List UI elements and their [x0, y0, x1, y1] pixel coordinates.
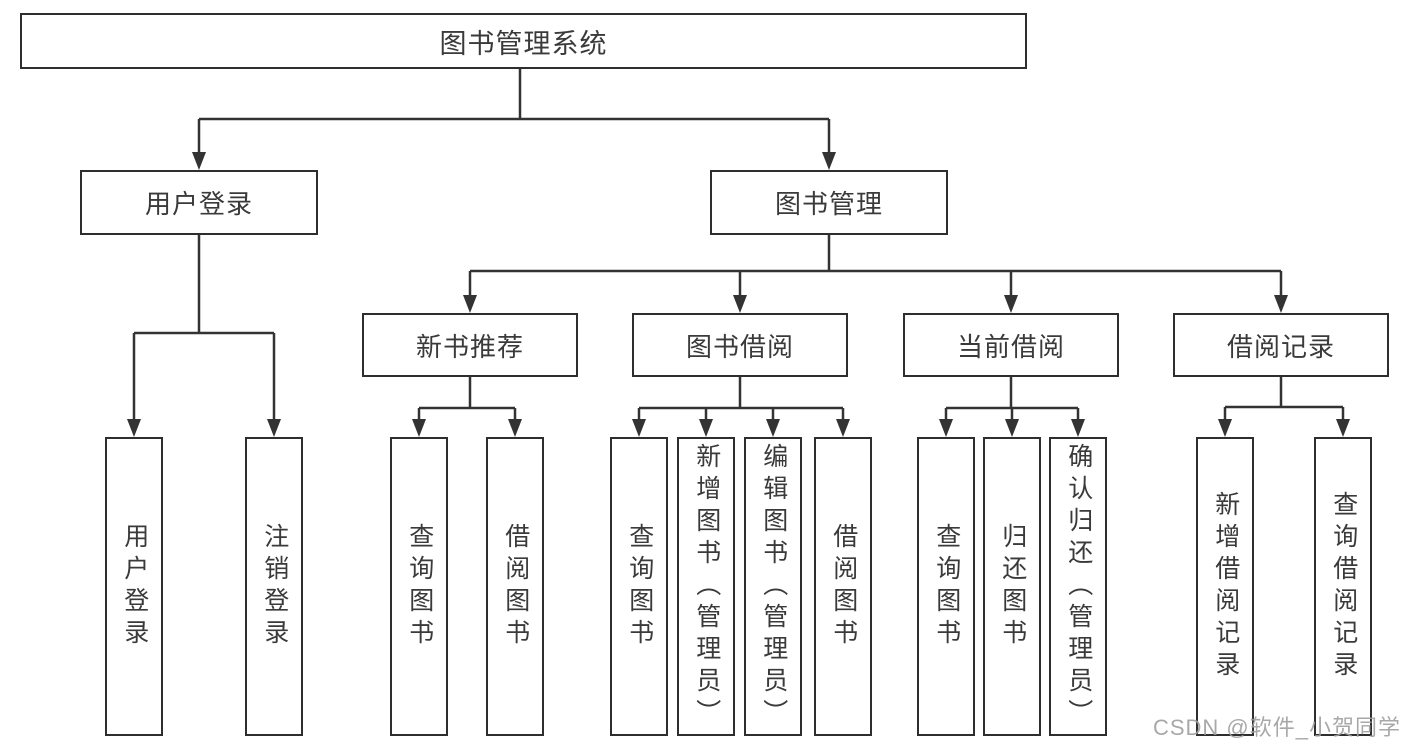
leaf-return-book: 归还图书: [983, 437, 1041, 736]
leaf-borrow-books: 借阅图书: [814, 437, 872, 736]
arrowhead: [1004, 295, 1018, 313]
edge-book-borrow-children: [637, 377, 845, 425]
edge-current-borrow-children: [944, 377, 1080, 425]
node-label: 借阅图书: [829, 522, 858, 651]
edge-user-login-children: [132, 235, 276, 425]
node-label: 图书借阅: [685, 331, 794, 362]
leaf-logout: 注销登录: [245, 437, 303, 736]
leaf-query-books-current: 查询图书: [917, 437, 975, 736]
arrowhead: [1218, 419, 1232, 437]
node-label: 查询图书: [932, 522, 961, 651]
arrowhead: [412, 419, 426, 437]
node-label: 新书推荐: [415, 331, 524, 362]
node-label: 归还图书: [998, 522, 1027, 651]
node-label: 借阅记录: [1226, 331, 1335, 362]
node-label: 图书管理系统: [439, 28, 608, 59]
node-label: 查询图书: [405, 522, 434, 651]
leaf-query-borrow-record: 查询借阅记录: [1314, 437, 1372, 736]
node-label: 编辑图书（管理员）: [759, 442, 788, 731]
arrowhead: [463, 295, 477, 313]
leaf-add-borrow-record: 新增借阅记录: [1196, 437, 1254, 736]
node-current-borrowing: 当前借阅: [903, 313, 1119, 377]
edge-borrow-record-children: [1223, 377, 1345, 425]
node-label: 查询借阅记录: [1329, 490, 1358, 683]
node-label: 用户登录: [120, 522, 149, 651]
arrowhead: [1336, 419, 1350, 437]
edge-book-mgmt-to-level3: [468, 235, 1283, 301]
leaf-add-book-admin: 新增图书（管理员）: [677, 437, 735, 736]
node-label: 注销登录: [260, 522, 289, 651]
arrowhead: [632, 419, 646, 437]
leaf-query-books-recommend: 查询图书: [390, 437, 448, 736]
arrowhead: [766, 419, 780, 437]
leaf-user-login: 用户登录: [105, 437, 163, 736]
node-borrowing-records: 借阅记录: [1173, 313, 1389, 377]
node-label: 新增图书（管理员）: [692, 442, 721, 731]
leaf-confirm-return-admin: 确认归还（管理员）: [1049, 437, 1107, 736]
arrowhead: [1274, 295, 1288, 313]
arrowhead: [822, 152, 836, 170]
node-library-management-system: 图书管理系统: [20, 13, 1027, 69]
arrowhead: [699, 419, 713, 437]
edge-new-book-children: [417, 377, 517, 425]
arrowhead: [836, 419, 850, 437]
node-label: 图书管理: [774, 189, 883, 219]
node-book-borrowing: 图书借阅: [632, 313, 848, 377]
edge-root-to-level2: [197, 69, 831, 158]
arrowhead: [127, 419, 141, 437]
arrowhead: [733, 295, 747, 313]
arrowhead: [508, 419, 522, 437]
node-label: 当前借阅: [956, 331, 1065, 362]
node-book-management: 图书管理: [710, 170, 948, 235]
node-label: 查询图书: [625, 522, 654, 651]
node-label: 新增借阅记录: [1211, 490, 1240, 683]
arrowhead: [1005, 419, 1019, 437]
leaf-edit-book-admin: 编辑图书（管理员）: [744, 437, 802, 736]
node-label: 确认归还（管理员）: [1064, 442, 1093, 731]
node-label: 用户登录: [144, 189, 253, 219]
leaf-borrow-books-recommend: 借阅图书: [486, 437, 544, 736]
leaf-query-books-borrow: 查询图书: [610, 437, 668, 736]
arrowhead: [267, 419, 281, 437]
node-new-book-recommend: 新书推荐: [362, 313, 578, 377]
arrowhead: [192, 152, 206, 170]
node-label: 借阅图书: [501, 522, 530, 651]
arrowhead: [1071, 419, 1085, 437]
node-user-login: 用户登录: [80, 170, 318, 235]
arrowhead: [939, 419, 953, 437]
csdn-watermark: CSDN @软件_小贺同学: [1152, 715, 1401, 740]
